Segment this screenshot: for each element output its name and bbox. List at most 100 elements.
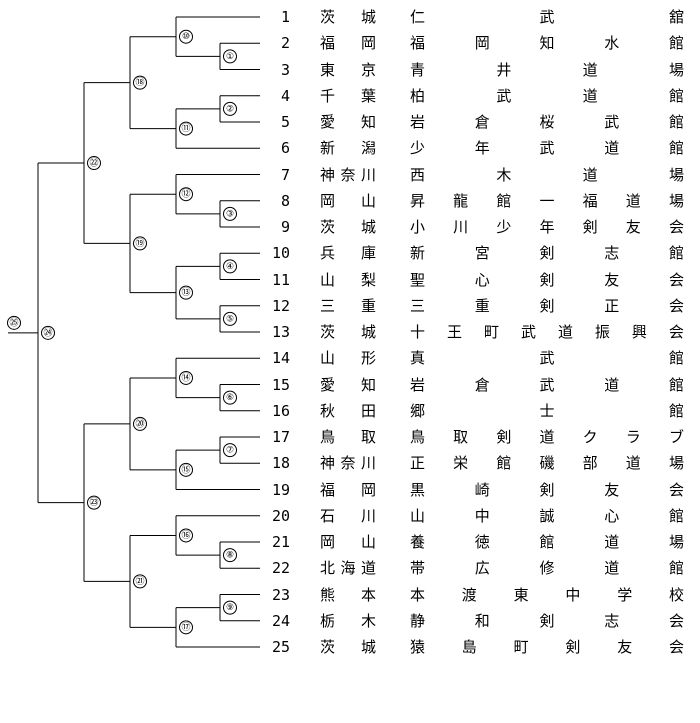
team-row: 14 山形 真武館: [270, 345, 700, 371]
match-number: ⑲: [135, 238, 144, 249]
team-club: 十王町武道振興会: [410, 323, 684, 341]
team-club: 鳥取剣道クラブ: [410, 428, 684, 446]
team-club: 岩倉武道館: [410, 375, 684, 394]
team-seed: 5: [280, 113, 290, 131]
team-club: 西木道場: [410, 165, 684, 184]
team-seed: 25: [271, 638, 290, 656]
match-number: ⑤: [226, 314, 234, 324]
match-number-marker: [133, 75, 147, 90]
team-prefecture: 兵庫: [320, 244, 376, 263]
team-prefecture: 千葉: [320, 86, 376, 105]
match-number: ⑭: [181, 372, 190, 383]
team-seed: 9: [280, 218, 290, 236]
match-number-marker: [87, 495, 101, 510]
team-seed: 24: [271, 611, 290, 630]
team-seed: 13: [271, 323, 290, 341]
team-club: 猿島町剣友会: [410, 638, 684, 656]
team-club: 真武館: [410, 349, 684, 368]
match-number-marker: [179, 620, 193, 635]
team-club: 静和剣志会: [410, 611, 684, 630]
match-number: ㉓: [89, 497, 98, 508]
team-seed: 15: [271, 375, 290, 394]
match-number: ⑪: [181, 123, 190, 134]
team-club: 郷士館: [410, 401, 684, 420]
team-prefecture: 福岡: [320, 34, 376, 53]
match-number: ⑫: [181, 189, 190, 200]
team-seed: 23: [271, 585, 290, 604]
team-seed: 10: [271, 244, 290, 263]
team-club: 柏武道館: [410, 86, 684, 105]
match-number: ⑩: [182, 32, 190, 42]
team-prefecture: 鳥取: [320, 428, 376, 446]
team-prefecture: 茨城: [320, 638, 376, 656]
team-seed: 22: [271, 559, 290, 578]
match-number-marker: [133, 574, 147, 589]
match-number-marker: [179, 370, 193, 385]
team-seed: 6: [280, 139, 290, 158]
team-seed: 2: [280, 34, 290, 53]
match-number-marker: [179, 121, 193, 136]
match-number: ⑧: [226, 551, 234, 561]
team-prefecture: 熊本: [320, 585, 376, 604]
team-row: 13 茨城 十王町武道振興会: [270, 319, 700, 345]
match-number-marker: [223, 600, 237, 615]
team-prefecture: 愛知: [320, 113, 376, 131]
match-number: ⑥: [226, 393, 234, 403]
team-seed: 7: [280, 165, 290, 184]
match-number: ㉔: [43, 327, 52, 338]
match-number: ㉕: [9, 317, 18, 328]
match-number: ⑱: [135, 77, 144, 88]
match-number: ⑳: [135, 418, 144, 429]
team-prefecture: 茨城: [320, 323, 376, 341]
match-number: ③: [226, 209, 234, 219]
team-prefecture: 岡山: [320, 533, 376, 551]
team-row: 10 兵庫 新宮剣志館: [270, 240, 700, 266]
match-number-marker: [87, 156, 101, 171]
team-prefecture: 茨城: [320, 218, 376, 236]
team-row: 23 熊本 本渡東中学校: [270, 582, 700, 608]
match-number: ㉑: [135, 576, 144, 587]
team-club: 三重剣正会: [410, 296, 684, 315]
team-prefecture: 山形: [320, 349, 376, 368]
team-prefecture: 岡山: [320, 191, 376, 210]
team-club: 昇龍館一福道場: [410, 191, 684, 210]
team-prefecture: 神奈川: [320, 165, 376, 184]
match-number-marker: [179, 528, 193, 543]
team-club: 新宮剣志館: [410, 244, 684, 263]
match-number: ⑮: [181, 464, 190, 475]
team-club: 本渡東中学校: [410, 585, 684, 604]
team-prefecture: 愛知: [320, 375, 376, 394]
team-prefecture: 山梨: [320, 270, 376, 289]
team-club: 養徳館道場: [410, 533, 684, 551]
team-seed: 19: [271, 480, 290, 499]
team-club: 仁武舘: [410, 8, 684, 26]
match-number: ⑦: [226, 446, 234, 456]
team-seed: 18: [271, 454, 290, 473]
team-prefecture: 神奈川: [320, 454, 376, 473]
team-club: 少年武道館: [410, 139, 684, 158]
team-club: 黒崎剣友会: [410, 480, 684, 499]
team-seed: 4: [280, 86, 290, 105]
match-number: ⑯: [181, 530, 190, 541]
match-number-marker: [223, 390, 237, 405]
match-number: ①: [226, 52, 234, 62]
match-number-marker: [223, 49, 237, 64]
team-row: 7 神奈川 西木道場: [270, 162, 700, 188]
match-number-marker: [179, 29, 193, 44]
match-number-marker: [179, 462, 193, 477]
team-prefecture: 新潟: [320, 139, 376, 158]
team-seed: 14: [271, 349, 290, 368]
team-prefecture: 石川: [320, 506, 376, 525]
match-number-marker: [223, 206, 237, 221]
